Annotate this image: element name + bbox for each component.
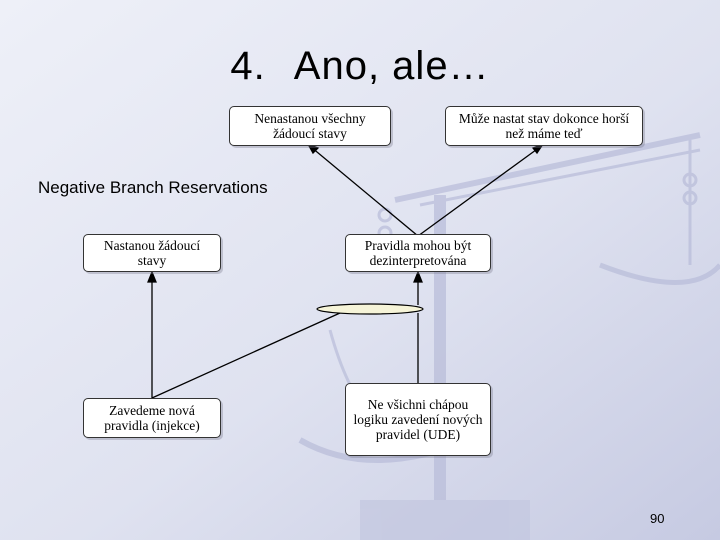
node-top-right: Může nastat stav dokonce horší než máme … — [445, 106, 643, 146]
node-mid-right: Pravidla mohou být dezinterpretována — [345, 234, 491, 272]
node-bottom-right: Ne všichni chápou logiku zavedení nových… — [345, 383, 491, 456]
arrow-to-top-left — [310, 146, 419, 237]
line-bottom-left-to-ellipse — [151, 312, 341, 399]
arrowhead-top-left — [306, 142, 320, 155]
diagram-subtitle: Negative Branch Reservations — [38, 178, 268, 197]
page-number: 90 — [650, 511, 665, 526]
and-connector-ellipse — [316, 303, 424, 315]
arrowhead-mid-right — [413, 270, 423, 283]
title-number: 4. — [230, 44, 266, 88]
arrow-to-top-right — [417, 146, 541, 237]
arrowhead-top-right — [531, 142, 545, 155]
node-top-left: Nenastanou všechny žádoucí stavy — [229, 106, 391, 146]
node-bottom-left: Zavedeme nová pravidla (injekce) — [83, 398, 221, 438]
node-mid-left: Nastanou žádoucí stavy — [83, 234, 221, 272]
title-text: Ano, ale… — [293, 44, 490, 88]
page-title: 4. Ano, ale… — [0, 44, 720, 89]
arrowhead-mid-left — [147, 270, 157, 283]
